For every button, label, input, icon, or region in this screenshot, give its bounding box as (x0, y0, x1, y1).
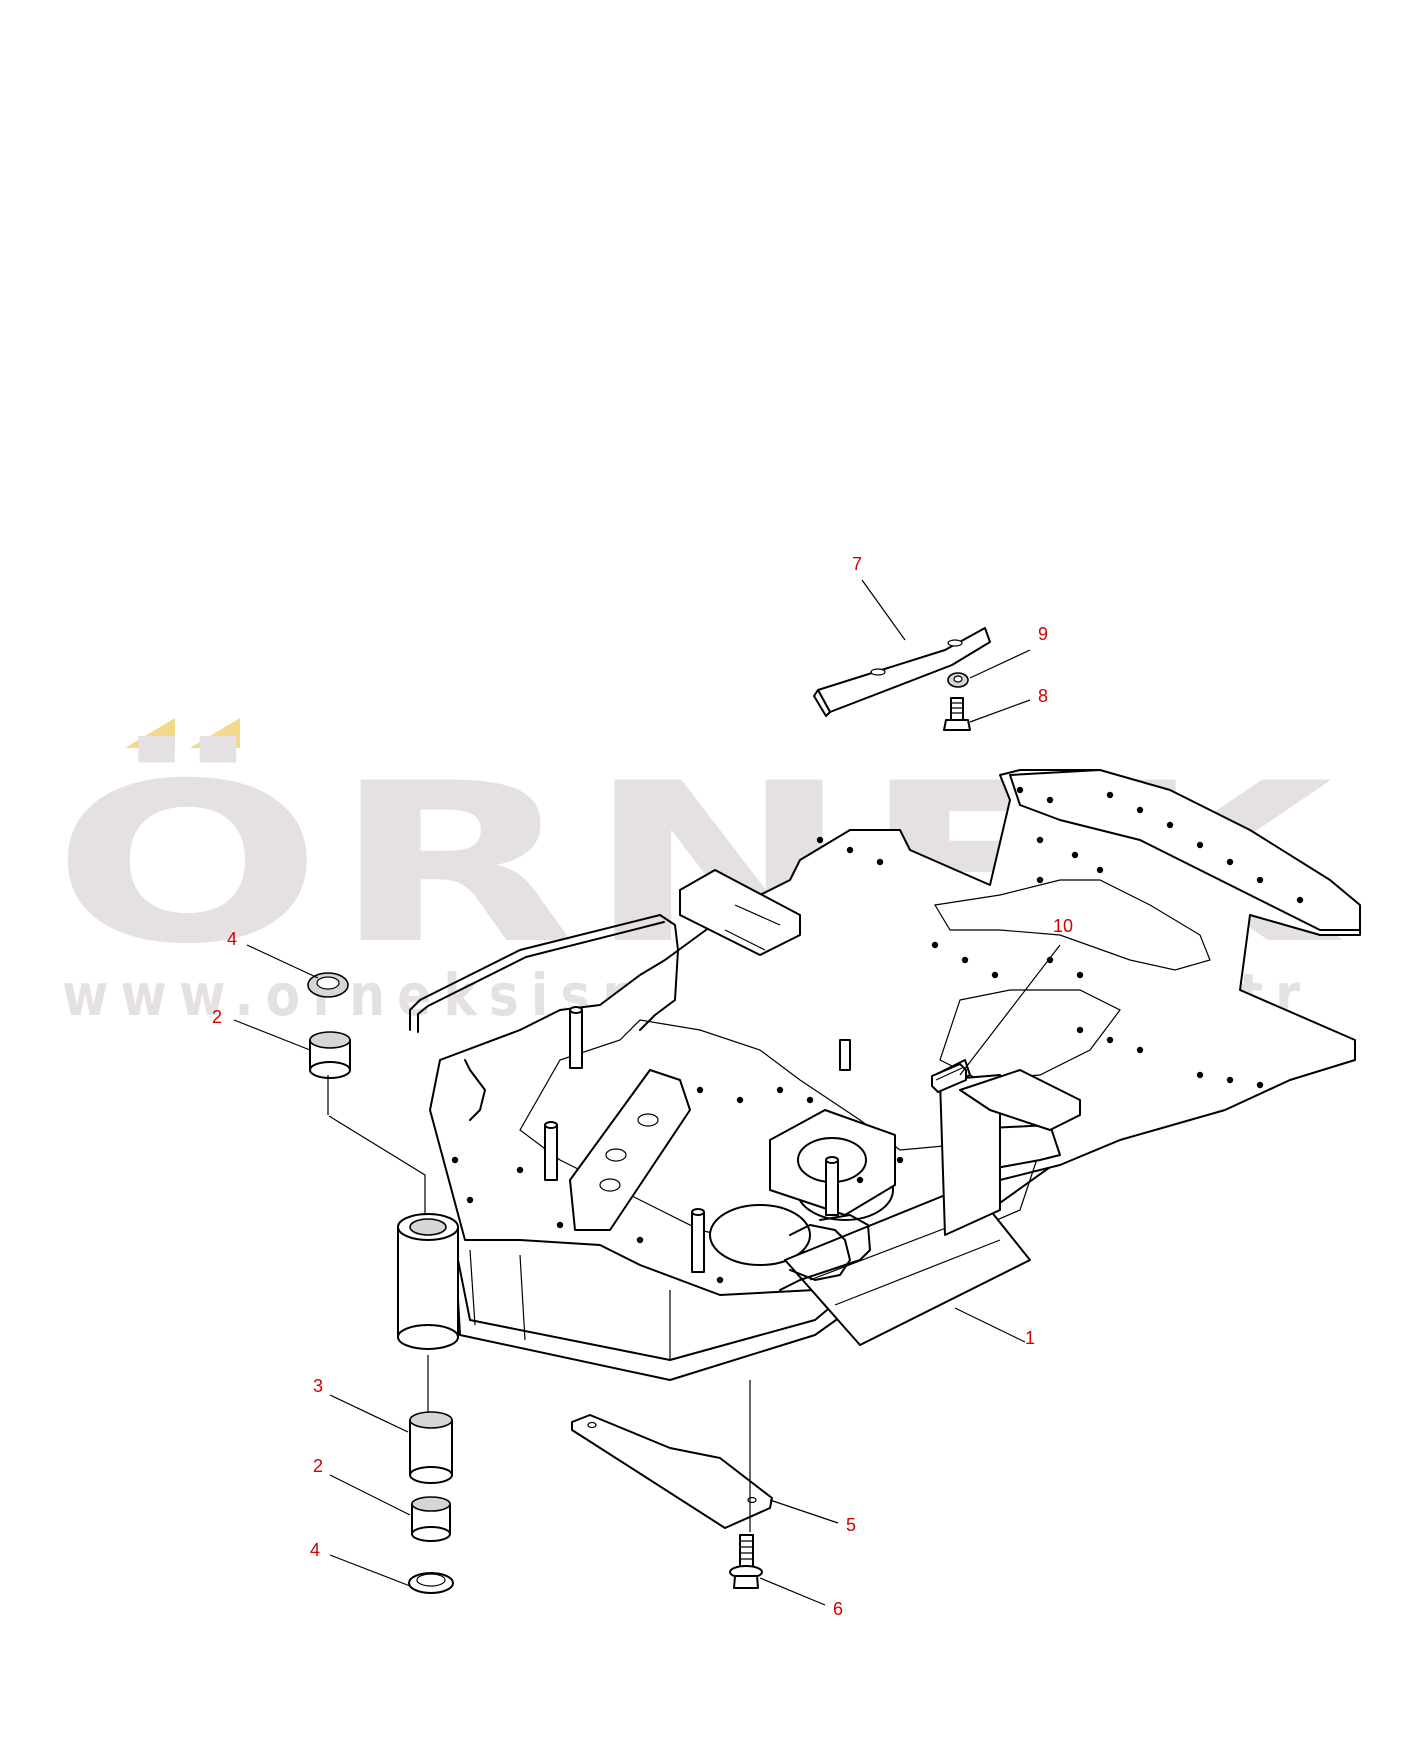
callout-10: 10 (1053, 916, 1073, 936)
callout-4-bottom: 4 (310, 1540, 320, 1560)
callout-8: 8 (1038, 686, 1048, 706)
callout-5: 5 (846, 1515, 856, 1535)
part-6-flange-bolt (729, 1534, 763, 1589)
leaders (233, 579, 1061, 1606)
part-8-bolt (943, 697, 971, 731)
watermark-accent-left (125, 718, 175, 748)
callout-3: 3 (313, 1376, 323, 1396)
part-10-block (931, 1063, 967, 1093)
assembly-axes (327, 1075, 751, 1532)
part-3-bushing (409, 1411, 453, 1484)
part-5-plate (571, 1414, 773, 1529)
callout-6: 6 (833, 1599, 843, 1619)
pivot-boss (397, 1213, 459, 1350)
part-2-bushing-top (309, 1031, 351, 1079)
part-7-cover-plate (813, 627, 991, 717)
callout-9: 9 (1038, 624, 1048, 644)
main-frame (409, 769, 1361, 1381)
part-9-washer (947, 672, 969, 688)
part-4-seal-top (307, 972, 349, 998)
callout-2-top: 2 (212, 1007, 222, 1027)
callouts: 7 9 8 10 4 2 1 3 2 5 4 6 (212, 554, 1073, 1619)
callout-1: 1 (1025, 1328, 1035, 1348)
part-4-seal-bottom (408, 1572, 454, 1594)
callout-4-top: 4 (227, 929, 237, 949)
watermark-accent-right (190, 718, 240, 748)
frame-holes (451, 786, 1304, 1284)
callout-2-bottom: 2 (313, 1456, 323, 1476)
part-2-bushing-bottom (411, 1496, 451, 1542)
callout-7: 7 (852, 554, 862, 574)
